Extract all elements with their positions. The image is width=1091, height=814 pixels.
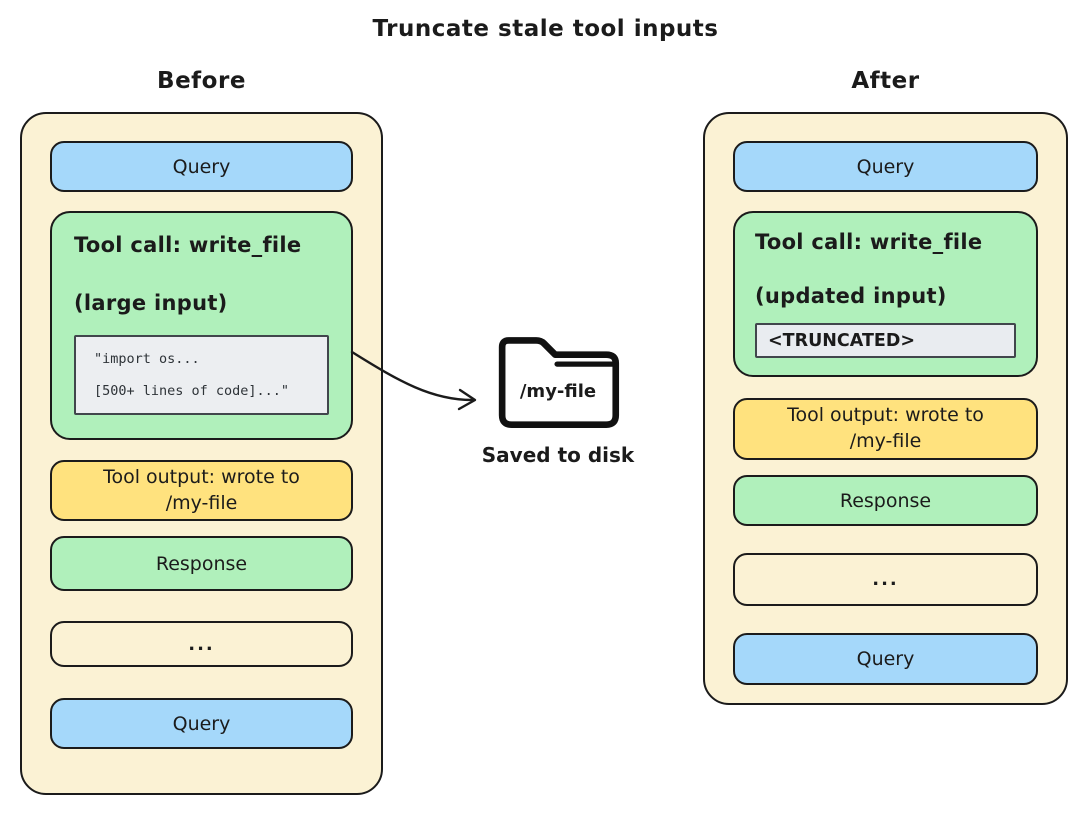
after-ellipsis-label: ... <box>872 569 899 590</box>
folder-file-label: /my-file <box>519 381 597 402</box>
after-tool-call-subtitle: (updated input) <box>755 284 947 308</box>
before-tool-output-label: Tool output: wrote to /my-file <box>103 465 300 514</box>
truncated-marker-label: <TRUNCATED> <box>768 330 916 351</box>
before-query-bottom-label: Query <box>172 712 231 735</box>
after-query-bottom-label: Query <box>856 648 915 670</box>
folder-icon: /my-file <box>487 333 629 434</box>
after-query-top-label: Query <box>856 155 915 178</box>
after-tool-output-box: Tool output: wrote to /my-file <box>733 398 1038 460</box>
before-query-bottom-box: Query <box>50 698 353 749</box>
after-ellipsis-box: ... <box>733 553 1038 606</box>
after-query-top-box: Query <box>733 141 1038 192</box>
after-tool-call-title: Tool call: write_file <box>755 230 983 254</box>
after-tool-output-label: Tool output: wrote to /my-file <box>787 404 984 452</box>
before-code-snippet: "import os... [500+ lines of code]..." <box>74 335 329 415</box>
after-label: After <box>851 68 920 94</box>
before-ellipsis-box: ... <box>50 621 353 667</box>
code-line: "import os... <box>94 351 200 367</box>
after-response-label: Response <box>839 489 932 512</box>
after-tool-call-box: Tool call: write_file (updated input) <T… <box>733 211 1038 377</box>
before-tool-call-title: Tool call: write_file <box>74 233 302 257</box>
before-query-top-box: Query <box>50 141 353 192</box>
before-panel: Query Tool call: write_file (large input… <box>20 112 383 795</box>
before-tool-output-box: Tool output: wrote to /my-file <box>50 460 353 521</box>
after-panel: Query Tool call: write_file (updated inp… <box>703 112 1068 705</box>
after-query-bottom-box: Query <box>733 633 1038 685</box>
before-tool-call-box: Tool call: write_file (large input) "imp… <box>50 211 353 440</box>
before-ellipsis-label: ... <box>188 633 215 655</box>
before-tool-call-subtitle: (large input) <box>74 291 228 315</box>
arrow-to-disk-icon <box>350 350 477 411</box>
disk-caption: Saved to disk <box>481 443 635 467</box>
after-response-box: Response <box>733 475 1038 526</box>
before-label: Before <box>157 68 246 94</box>
truncated-marker-box: <TRUNCATED> <box>755 323 1016 358</box>
before-response-box: Response <box>50 536 353 591</box>
diagram-title: Truncate stale tool inputs <box>372 16 719 42</box>
before-query-top-label: Query <box>172 155 231 178</box>
code-line: [500+ lines of code]..." <box>94 383 290 399</box>
before-response-label: Response <box>155 552 248 575</box>
